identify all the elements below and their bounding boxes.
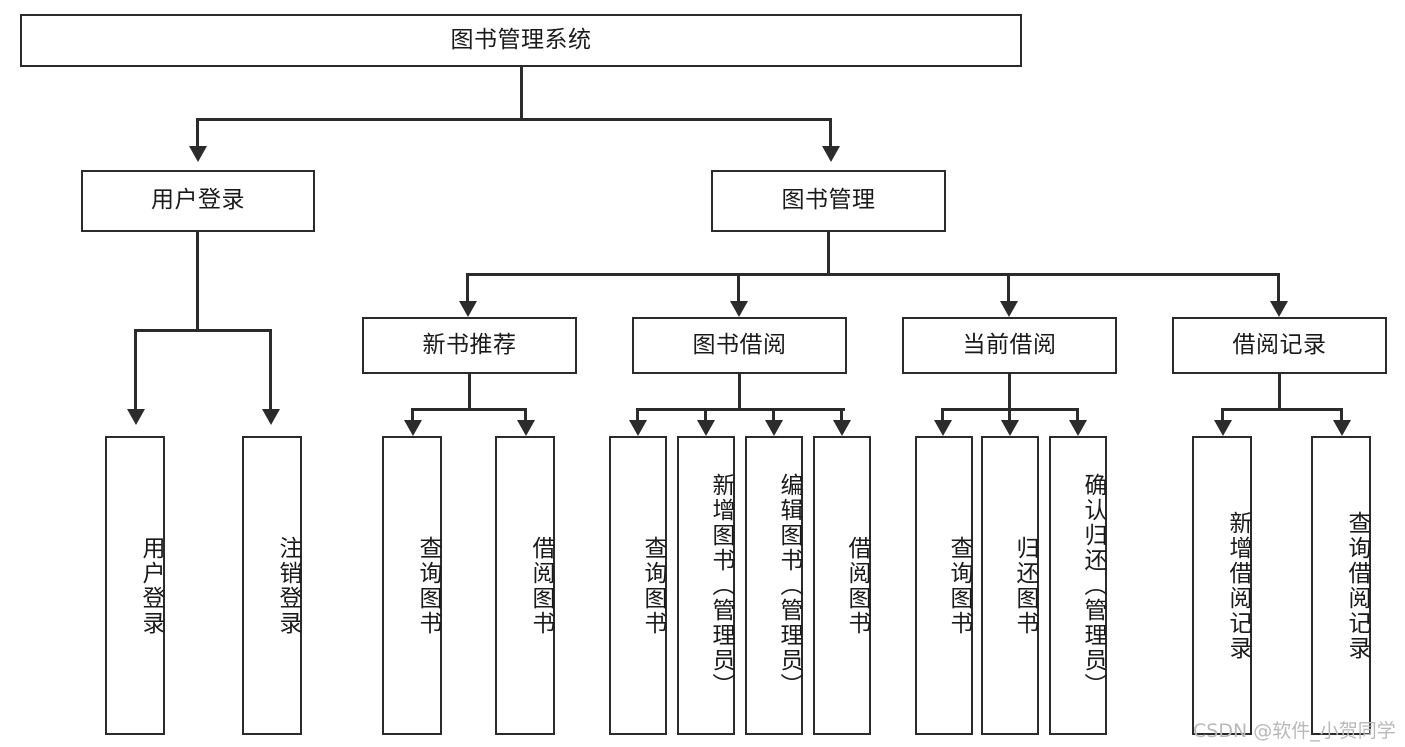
node-leaf-borrow-book-1[interactable]: 借阅图书 — [495, 436, 555, 735]
node-label: 编辑图书（管理员） — [776, 473, 802, 698]
connector-book-manage-drop-4 — [1277, 273, 1280, 301]
connector-book-manage-drop-1 — [466, 273, 469, 301]
node-leaf-return-book[interactable]: 归还图书 — [981, 436, 1039, 735]
connector-new-book-bus — [411, 408, 527, 411]
arrow-current-borrow-to-leaf-1 — [934, 420, 952, 436]
arrow-root-to-user-login — [189, 146, 207, 162]
connector-current-borrow-stem — [1008, 374, 1011, 410]
arrow-borrow-record-to-leaf-1 — [1214, 420, 1232, 436]
connector-borrow-record-drop-2 — [1340, 408, 1343, 420]
node-label: 确认归还（管理员） — [1080, 473, 1106, 698]
node-leaf-user-logout[interactable]: 注销登录 — [242, 436, 302, 735]
connector-book-manage-drop-3 — [1007, 273, 1010, 301]
connector-book-borrow-drop-1 — [636, 408, 639, 420]
node-root-system[interactable]: 图书管理系统 — [20, 14, 1022, 67]
connector-root-to-user-login — [196, 118, 199, 146]
node-leaf-query-book-1[interactable]: 查询图书 — [382, 436, 442, 735]
arrow-user-login-to-leaf-2 — [262, 409, 280, 425]
node-label: 图书管理 — [781, 187, 876, 214]
arrow-new-book-to-leaf-2 — [517, 420, 535, 436]
csdn-watermark: CSDN @软件_小贺同学 — [1193, 720, 1396, 742]
arrow-book-manage-to-current-borrow — [1000, 301, 1018, 317]
arrow-root-to-book-manage — [822, 146, 840, 162]
node-label: 借阅图书 — [528, 535, 554, 636]
node-book-manage[interactable]: 图书管理 — [711, 170, 946, 232]
node-label: 用户登录 — [151, 187, 245, 214]
node-label: 新增图书（管理员） — [708, 473, 734, 698]
arrow-current-borrow-to-leaf-2 — [1001, 420, 1019, 436]
node-label: 查询图书 — [415, 535, 441, 636]
node-leaf-borrow-book-2[interactable]: 借阅图书 — [813, 436, 871, 735]
connector-user-login-stem — [196, 232, 199, 331]
connector-new-book-drop-2 — [524, 408, 527, 420]
arrow-book-borrow-to-leaf-1 — [629, 420, 647, 436]
node-label: 借阅记录 — [1232, 331, 1327, 358]
connector-new-book-stem — [468, 374, 471, 410]
connector-book-manage-drop-2 — [737, 273, 740, 301]
arrow-user-login-to-leaf-1 — [127, 409, 145, 425]
node-new-book-recommend[interactable]: 新书推荐 — [362, 317, 577, 374]
node-leaf-add-book[interactable]: 新增图书（管理员） — [677, 436, 735, 735]
connector-borrow-record-stem — [1278, 374, 1281, 410]
arrow-book-borrow-to-leaf-3 — [765, 420, 783, 436]
arrow-current-borrow-to-leaf-3 — [1069, 420, 1087, 436]
node-label: 查询借阅记录 — [1344, 510, 1370, 661]
arrow-new-book-to-leaf-1 — [404, 420, 422, 436]
node-leaf-query-book-3[interactable]: 查询图书 — [915, 436, 973, 735]
connector-book-borrow-drop-3 — [772, 408, 775, 420]
connector-current-borrow-drop-2 — [1008, 408, 1011, 420]
node-leaf-query-record[interactable]: 查询借阅记录 — [1311, 436, 1371, 735]
node-label: 当前借阅 — [962, 331, 1057, 358]
node-borrow-record[interactable]: 借阅记录 — [1172, 317, 1387, 374]
node-book-borrow[interactable]: 图书借阅 — [632, 317, 847, 374]
connector-root-to-book-manage — [829, 118, 832, 146]
connector-borrow-record-bus — [1221, 408, 1343, 411]
arrow-borrow-record-to-leaf-2 — [1333, 420, 1351, 436]
arrow-book-borrow-to-leaf-4 — [833, 420, 851, 436]
node-label: 查询图书 — [640, 535, 666, 636]
node-label: 查询图书 — [946, 535, 972, 636]
connector-current-borrow-drop-1 — [941, 408, 944, 420]
connector-book-borrow-stem — [738, 374, 741, 410]
node-leaf-confirm-return[interactable]: 确认归还（管理员） — [1049, 436, 1107, 735]
arrow-book-borrow-to-leaf-2 — [697, 420, 715, 436]
arrow-book-manage-to-borrow-record — [1270, 301, 1288, 317]
node-label: 新增借阅记录 — [1225, 510, 1251, 661]
connector-user-login-drop-2 — [269, 329, 272, 409]
connector-book-manage-bus — [466, 273, 1278, 276]
connector-user-login-drop-1 — [134, 329, 137, 409]
node-label: 用户登录 — [138, 535, 164, 636]
node-label: 注销登录 — [275, 535, 301, 636]
connector-book-manage-stem — [827, 232, 830, 275]
node-label: 图书借阅 — [692, 331, 787, 358]
connector-root-bus — [196, 118, 832, 121]
connector-book-borrow-bus — [636, 408, 845, 411]
node-label: 归还图书 — [1012, 535, 1038, 636]
node-current-borrow[interactable]: 当前借阅 — [902, 317, 1117, 374]
node-user-login[interactable]: 用户登录 — [81, 170, 315, 232]
connector-book-borrow-drop-4 — [840, 408, 843, 420]
arrow-book-manage-to-new-book — [459, 301, 477, 317]
connector-book-borrow-drop-2 — [704, 408, 707, 420]
node-leaf-query-book-2[interactable]: 查询图书 — [609, 436, 667, 735]
connector-new-book-drop-1 — [411, 408, 414, 420]
node-leaf-user-login[interactable]: 用户登录 — [105, 436, 165, 735]
node-label: 新书推荐 — [422, 331, 517, 358]
connector-root-stem — [520, 67, 523, 120]
node-label: 图书管理系统 — [450, 26, 592, 53]
arrow-book-manage-to-book-borrow — [730, 301, 748, 317]
connector-user-login-bus — [134, 329, 272, 332]
node-leaf-add-record[interactable]: 新增借阅记录 — [1192, 436, 1252, 735]
connector-borrow-record-drop-1 — [1221, 408, 1224, 420]
node-leaf-edit-book[interactable]: 编辑图书（管理员） — [745, 436, 803, 735]
node-label: 借阅图书 — [844, 535, 870, 636]
connector-current-borrow-drop-3 — [1076, 408, 1079, 420]
